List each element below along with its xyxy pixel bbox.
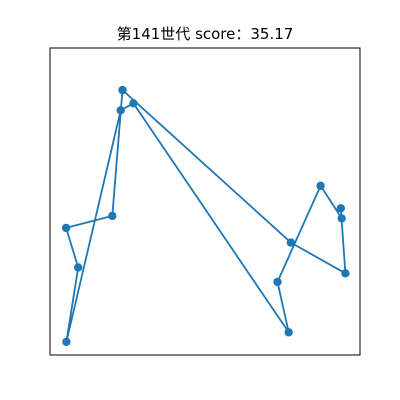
city-point-6 [116,106,125,115]
city-point-13 [341,269,350,278]
chart-title: 第141世代 score：35.17 [117,25,294,43]
city-point-12 [336,204,345,213]
city-point-14 [286,238,296,247]
city-point-4 [74,263,83,272]
city-point-9 [273,277,282,287]
city-point-3 [61,223,71,233]
city-point-11 [337,214,346,223]
plot-area-frame [49,47,361,356]
city-point-1 [118,85,127,95]
city-point-5 [62,337,71,346]
city-point-2 [108,211,117,221]
route-line [65,89,347,343]
city-point-7 [129,99,138,108]
city-point-10 [316,181,325,190]
series-marks [61,85,350,346]
city-point-8 [284,328,293,337]
